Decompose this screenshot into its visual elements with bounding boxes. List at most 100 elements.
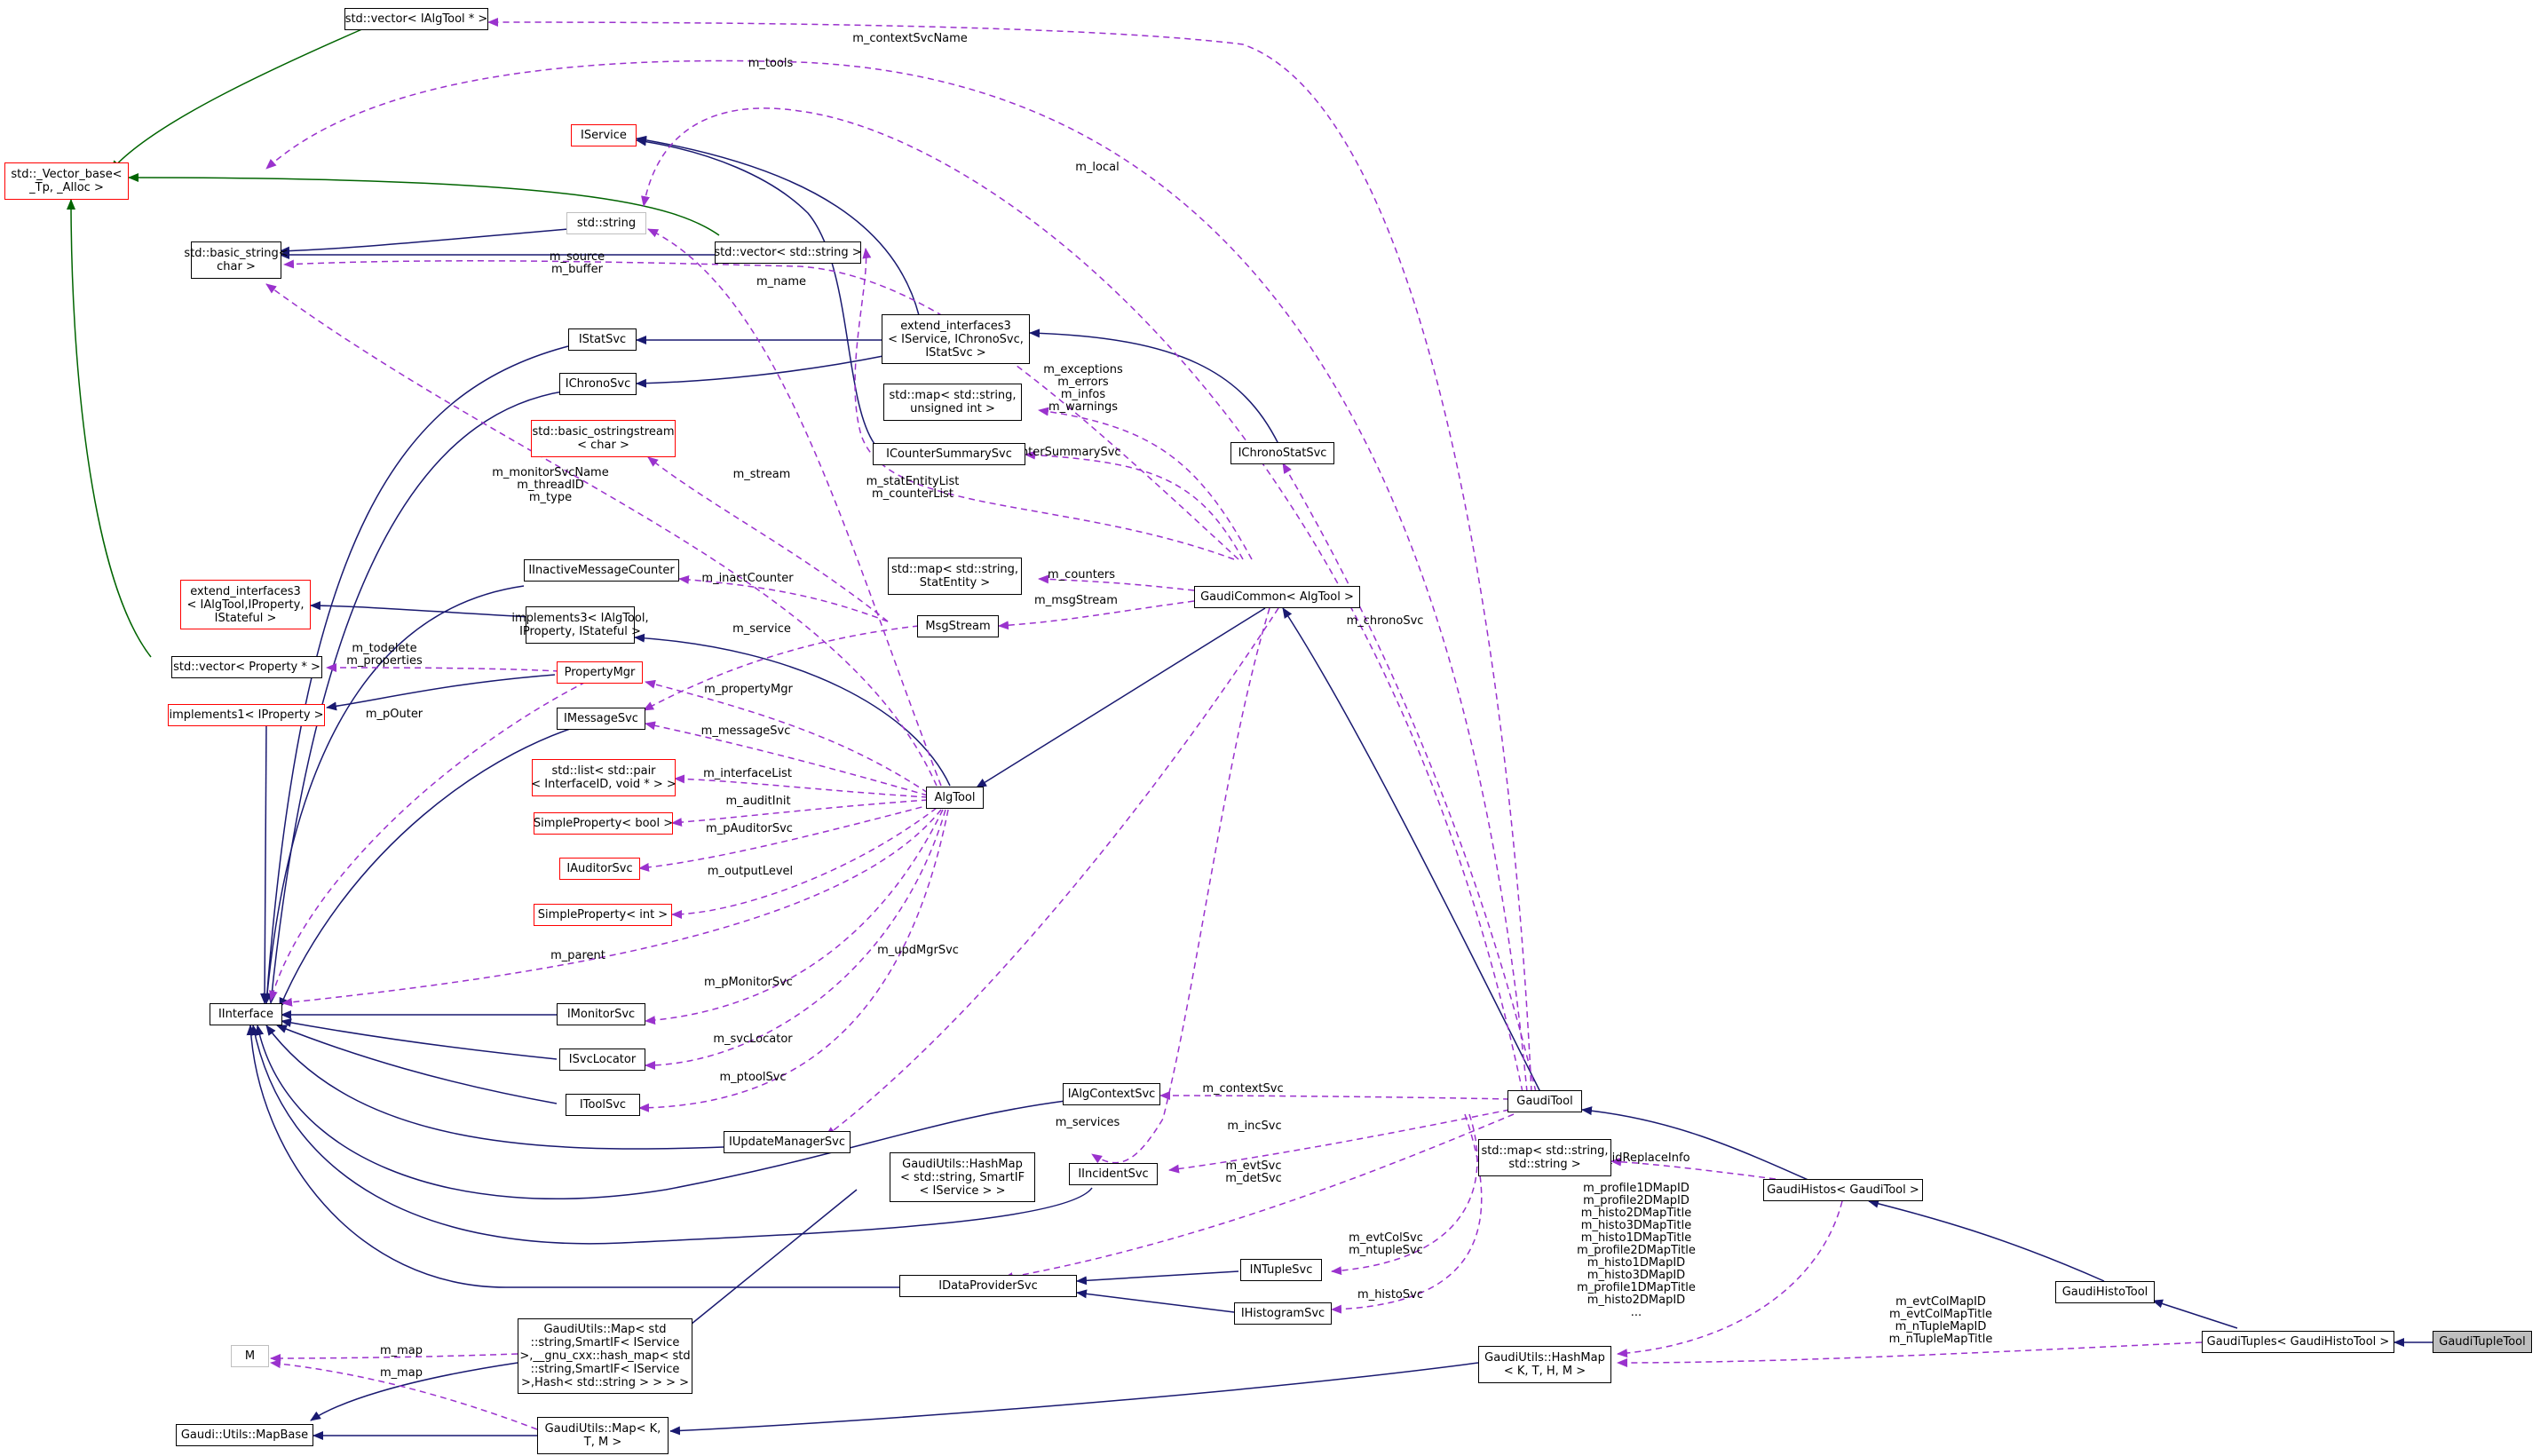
node-ichronostatsvc[interactable]: IChronoStatSvc [1230, 442, 1334, 464]
node-hashmap-string[interactable]: GaudiUtils::HashMap < std::string, Smart… [890, 1152, 1035, 1202]
node-propertymgr[interactable]: PropertyMgr [557, 661, 643, 684]
node-algtool[interactable]: AlgTool [926, 787, 984, 809]
inheritance-edges [246, 135, 2441, 1440]
label-m-tools: m_tools [748, 57, 794, 70]
node-gaudicommon[interactable]: GaudiCommon< AlgTool > [1194, 586, 1360, 608]
node-iservice[interactable]: IService [571, 124, 637, 146]
node-ichronosvc[interactable]: IChronoSvc [559, 373, 637, 395]
edge-iinactive-to-iinterface [263, 585, 525, 1004]
edge-std-string-to-basic-string [279, 228, 569, 256]
label-m-pouter: m_pOuter [366, 708, 423, 721]
node-vector-base[interactable]: std::_Vector_base< _Tp, _Alloc > [4, 162, 129, 200]
node-m[interactable]: M [231, 1345, 269, 1367]
edge-m-parent [281, 809, 942, 1007]
edge-gaudicommon-to-algtool [976, 607, 1266, 788]
edge-m-local [641, 107, 1523, 1093]
node-list-pair[interactable]: std::list< std::pair < InterfaceID, void… [531, 759, 677, 796]
node-istatsvc[interactable]: IStatSvc [568, 328, 637, 351]
edge-m-incsvc [1168, 1109, 1510, 1174]
node-gaudiutils-map[interactable]: GaudiUtils::Map< K, T, M > [537, 1417, 669, 1454]
edge-ichronostatsvc-to-extend-svc [1029, 328, 1279, 445]
node-ihistogramsvc[interactable]: IHistogramSvc [1234, 1302, 1332, 1325]
node-vec-ialgtool[interactable]: std::vector< IAlgTool * > [344, 8, 488, 30]
node-vec-string[interactable]: std::vector< std::string > [714, 241, 862, 264]
edge-m-name [647, 228, 942, 787]
edge-extend-svc-to-iservice [636, 135, 920, 316]
node-intuplesvc[interactable]: INTupleSvc [1240, 1259, 1322, 1281]
node-gauditool[interactable]: GaudiTool [1507, 1090, 1582, 1112]
label-m-messagesvc: m_messageSvc [701, 724, 791, 738]
edge-gaudihistos-to-gauditool [1581, 1106, 1821, 1186]
node-vec-property[interactable]: std::vector< Property * > [171, 656, 322, 678]
node-itoolsvc[interactable]: IToolSvc [566, 1094, 640, 1116]
label-m-contextsvcname: m_contextSvcName [852, 32, 968, 45]
edge-ihistogramsvc-to-idataprovidersvc [1076, 1289, 1235, 1313]
node-ialgcontextsvc[interactable]: IAlgContextSvc [1063, 1083, 1160, 1105]
edge-m-inactcounter [678, 574, 889, 622]
node-map-complex[interactable]: GaudiUtils::Map< std ::string,SmartIF< I… [518, 1318, 692, 1394]
edge-extend-svc-to-ichronosvc [636, 354, 889, 388]
node-imonitorsvc[interactable]: IMonitorSvc [557, 1003, 645, 1025]
node-map-string-string[interactable]: std::map< std::string, std::string > [1478, 1139, 1611, 1176]
edge-vec-string-to-vector-base [128, 173, 720, 236]
edge-m-pouter [269, 681, 587, 1001]
edge-gaudihistotool-to-gaudihistos [1868, 1199, 2105, 1282]
node-iincidentsvc[interactable]: IIncidentSvc [1069, 1163, 1158, 1185]
label-m-parent: m_parent [550, 949, 605, 962]
label-m-interfacelist: m_interfaceList [703, 767, 792, 780]
node-icountersummarysvc[interactable]: ICounterSummarySvc [873, 443, 1025, 465]
node-imessagesvc[interactable]: IMessageSvc [557, 708, 645, 730]
node-gaudihistos[interactable]: GaudiHistos< GaudiTool > [1763, 1179, 1923, 1201]
node-extend-interfaces3-svc[interactable]: extend_interfaces3 < IService, IChronoSv… [882, 314, 1030, 364]
node-map-string-uint[interactable]: std::map< std::string, unsigned int > [883, 384, 1022, 421]
edge-m-source [283, 259, 1239, 560]
node-gaudituple-tool[interactable]: GaudiTupleTool [2433, 1331, 2532, 1353]
node-extend-interfaces3-algtool[interactable]: extend_interfaces3 < IAlgTool,IProperty,… [180, 580, 311, 629]
node-idataprovidersvc[interactable]: IDataProviderSvc [899, 1275, 1077, 1297]
edge-isvclocator-to-iinterface [281, 1018, 558, 1060]
node-map-string-statentity[interactable]: std::map< std::string, StatEntity > [888, 558, 1022, 595]
edge-m-contextsvcname [487, 18, 1532, 1093]
edge-m-countersummarysvc [1025, 450, 1244, 560]
edge-vec-property-to-vector-base [67, 199, 152, 658]
label-m-services: m_services [1056, 1116, 1120, 1129]
node-std-string[interactable]: std::string [566, 212, 646, 234]
edge-m-monitorsvcname [265, 283, 938, 787]
label-m-histosvc: m_histoSvc [1357, 1288, 1423, 1302]
edge-m-map-1 [270, 1353, 518, 1363]
node-gaudihistotool[interactable]: GaudiHistoTool [2055, 1281, 2155, 1303]
node-iauditorsvc[interactable]: IAuditorSvc [559, 858, 640, 880]
edge-vec-ialgtool-to-vector-base [110, 28, 365, 171]
label-m-propertymgr: m_propertyMgr [704, 683, 793, 696]
node-isvclocator[interactable]: ISvcLocator [559, 1048, 645, 1071]
edge-labels: m_contextSvcName m_tools m_local m_sourc… [346, 32, 1992, 1380]
edge-iupdatemgr-to-iinterface [265, 1025, 724, 1150]
node-basic-ostringstream[interactable]: std::basic_ostringstream < char > [531, 420, 676, 457]
edge-idataprovidersvc-to-iinterface [246, 1025, 899, 1288]
label-m-outputlevel: m_outputLevel [708, 865, 793, 878]
edge-algtool-to-implements3 [634, 633, 951, 787]
node-iupdatemanagersvc[interactable]: IUpdateManagerSvc [724, 1131, 851, 1153]
node-implements3[interactable]: implements3< IAlgTool, IProperty, IState… [511, 606, 649, 644]
edge-m-tools [265, 59, 1528, 1093]
node-iinterface[interactable]: IInterface [210, 1003, 282, 1025]
node-mapbase[interactable]: Gaudi::Utils::MapBase [176, 1424, 313, 1446]
node-simpleproperty-int[interactable]: SimpleProperty< int > [534, 904, 672, 926]
node-msgstream[interactable]: MsgStream [917, 615, 999, 637]
node-simpleproperty-bool[interactable]: SimpleProperty< bool > [534, 812, 673, 835]
edge-m-messagesvc [645, 721, 929, 796]
node-gaudituples[interactable]: GaudiTuples< GaudiHistoTool > [2202, 1331, 2394, 1353]
usage-edges [265, 18, 2203, 1430]
label-m-service: m_service [732, 622, 791, 636]
edge-implements1-to-iinterface [260, 718, 270, 1004]
node-hashmap-kthm[interactable]: GaudiUtils::HashMap < K, T, H, M > [1478, 1346, 1611, 1383]
node-basic-string[interactable]: std::basic_string< char > [184, 241, 289, 279]
edge-m-todelete [326, 663, 560, 673]
node-implements1[interactable]: implements1< IProperty > [168, 704, 325, 726]
node-iinactivemessagecounter[interactable]: IInactiveMessageCounter [524, 559, 679, 582]
label-m-counters: m_counters [1048, 568, 1115, 582]
